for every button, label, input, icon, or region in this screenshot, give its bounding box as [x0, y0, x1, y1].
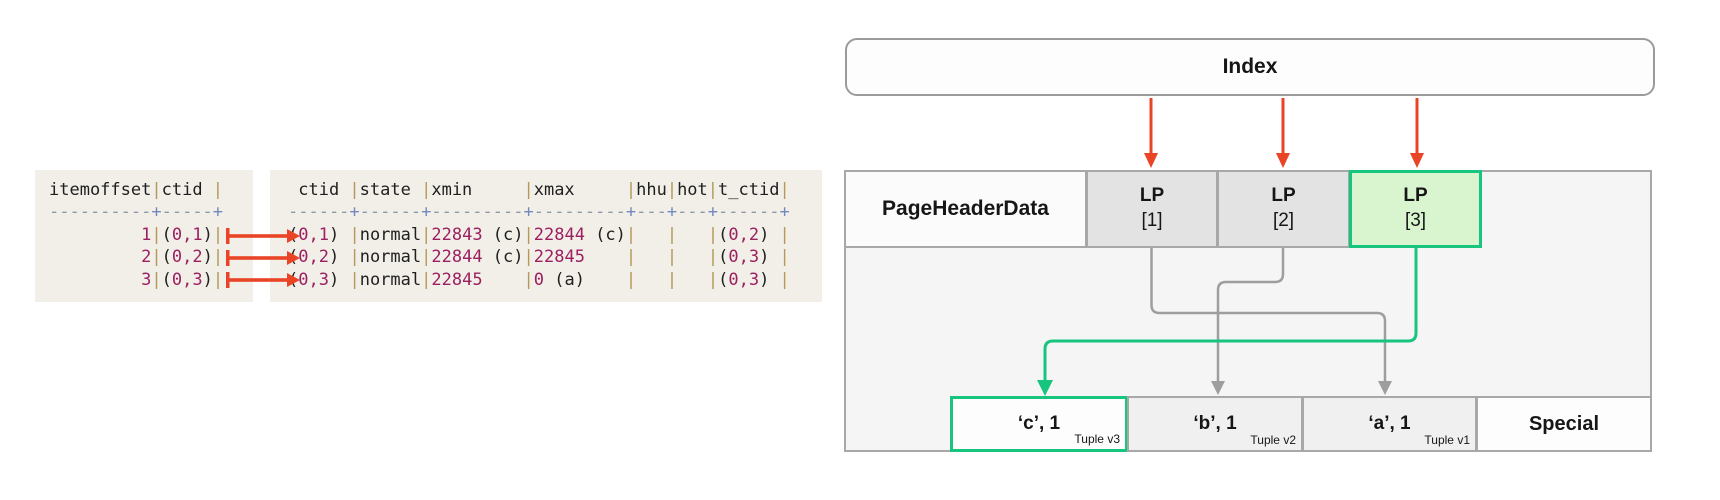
- tuple-version-tag: Tuple v2: [1250, 433, 1296, 447]
- line-pointer-cell-3-highlighted: LP [3]: [1349, 170, 1482, 248]
- tuple-cell-v2: ‘b’, 1 Tuple v2: [1127, 396, 1303, 452]
- lp-index: [3]: [1404, 210, 1427, 231]
- index-pointer-arrow-icon: [1410, 98, 1424, 168]
- index-pointer-arrow-icon: [1144, 98, 1158, 168]
- index-pointer-arrow-icon: [1276, 98, 1290, 168]
- itemoffset-ctid-table: itemoffset|ctid |----------+-----+ 1|(0,…: [35, 170, 253, 302]
- tuple-value: ‘c’, 1: [1017, 413, 1061, 434]
- special-space-cell: Special: [1476, 396, 1652, 452]
- tuple-cell-v1: ‘a’, 1 Tuple v1: [1302, 396, 1477, 452]
- lp-label: LP: [1139, 185, 1165, 207]
- page-header-cell: PageHeaderData: [844, 170, 1087, 248]
- line-pointer-cell-1: LP [1]: [1086, 170, 1218, 248]
- lp-label: LP: [1271, 185, 1296, 207]
- tuple-value: ‘a’, 1: [1368, 413, 1411, 434]
- index-label: Index: [1222, 55, 1278, 78]
- terminal-line: itemoffset|ctid |: [49, 180, 224, 200]
- page-header-label: PageHeaderData: [882, 197, 1049, 220]
- lp-label: LP: [1403, 185, 1428, 207]
- tuple-version-tag: Tuple v3: [1074, 432, 1120, 446]
- lp-index: [2]: [1272, 210, 1295, 231]
- terminal-line: 1|(0,1)|: [141, 224, 224, 245]
- line-pointer-cell-2: LP [2]: [1217, 170, 1350, 248]
- index-box: Index: [845, 38, 1655, 96]
- tuple-cell-v3-highlighted: ‘c’, 1 Tuple v3: [950, 396, 1128, 452]
- lp-index: [1]: [1141, 210, 1163, 231]
- terminal-line: ----------+-----+: [49, 202, 224, 223]
- terminal-line: (0,3) |normal|22845 |0 (a) | | |(0,3) |: [288, 269, 790, 290]
- tuple-value: ‘b’, 1: [1193, 413, 1237, 434]
- terminal-line: (0,2) |normal|22844 (c)|22845 | | |(0,3)…: [288, 247, 790, 268]
- terminal-line: 3|(0,3)|: [141, 269, 224, 290]
- terminal-line: 2|(0,2)|: [141, 247, 224, 268]
- special-label: Special: [1528, 412, 1600, 435]
- tuple-version-tag: Tuple v1: [1424, 433, 1470, 447]
- terminal-line: ------+------+---------+---------+---+--…: [288, 202, 790, 223]
- terminal-line: ctid |state |xmin |xmax |hhu|hot|t_ctid|: [288, 180, 790, 200]
- heap-tuple-metadata-table: ctid |state |xmin |xmax |hhu|hot|t_ctid|…: [270, 170, 822, 302]
- terminal-line: (0,1) |normal|22843 (c)|22844 (c)| | |(0…: [288, 224, 790, 245]
